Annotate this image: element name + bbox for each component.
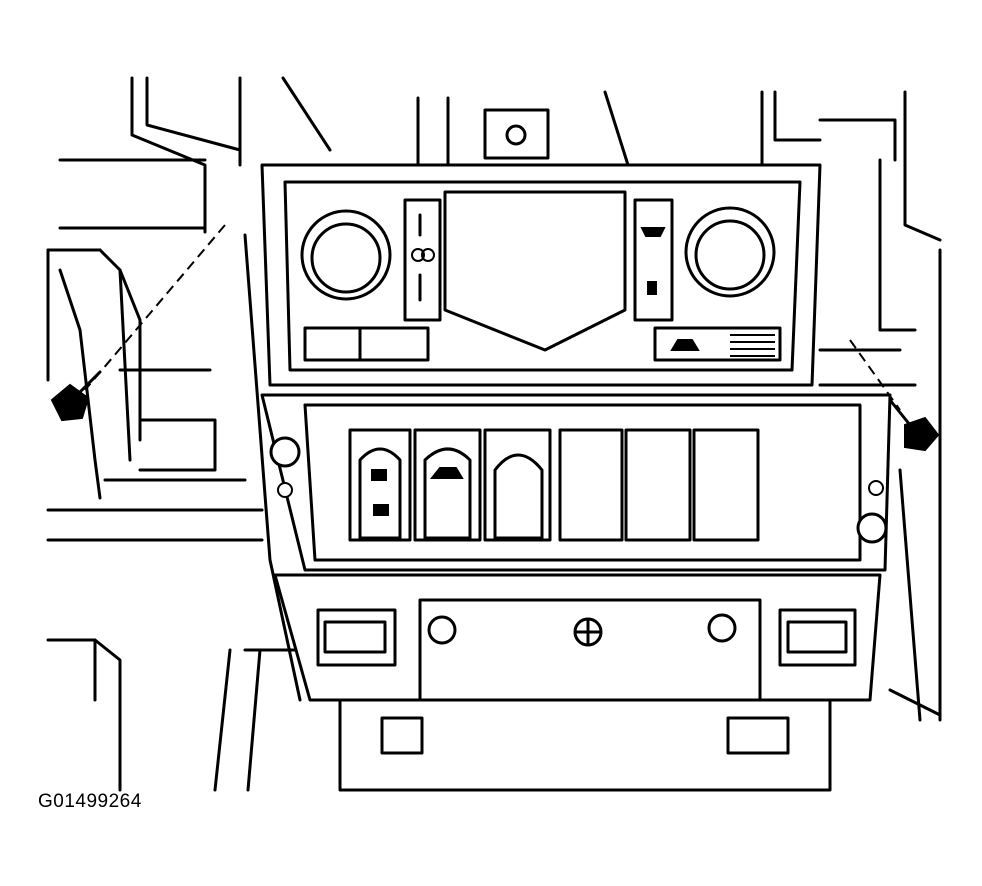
center-screw-icon xyxy=(573,617,603,647)
climate-control-bezel xyxy=(260,108,822,387)
bracket-bolt xyxy=(707,613,737,643)
dash-background-lines xyxy=(46,76,942,792)
bracket-bolt xyxy=(427,615,457,645)
fan-icon xyxy=(411,248,435,262)
left-screw xyxy=(50,224,226,422)
panel-bolt xyxy=(269,436,301,468)
grille-icon xyxy=(730,334,775,357)
lower-bracket xyxy=(273,573,882,792)
vehicle-icon xyxy=(429,467,464,479)
right-screw xyxy=(849,339,940,452)
panel-bolt xyxy=(856,512,888,544)
mirror-icon xyxy=(371,469,387,481)
figure-id-label: G01499264 xyxy=(38,791,142,812)
lower-switch-panel xyxy=(260,393,892,572)
indicator-icon xyxy=(647,281,657,295)
defrost-icon xyxy=(640,227,666,237)
rear-defrost-icon xyxy=(670,339,700,351)
mount-hole xyxy=(505,124,527,146)
display-window xyxy=(443,190,627,352)
